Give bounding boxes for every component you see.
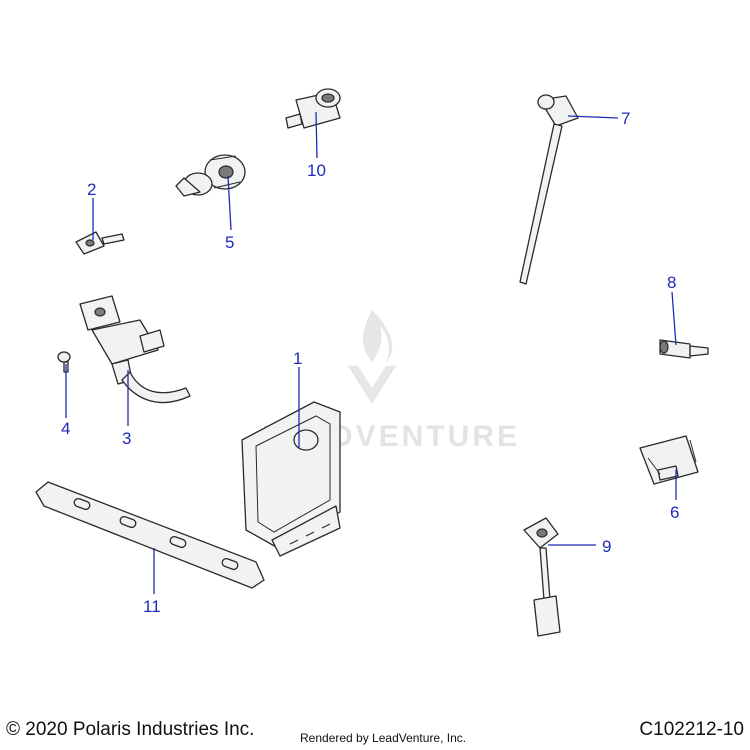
rendered-by-text: Rendered by LeadVenture, Inc. xyxy=(300,731,467,745)
callout-7[interactable]: 7 xyxy=(621,109,630,128)
leader-lines xyxy=(65,111,677,594)
callout-6[interactable]: 6 xyxy=(670,503,679,522)
watermark-flame-icon xyxy=(362,310,393,362)
part-4-bolt[interactable] xyxy=(57,351,71,373)
callout-8[interactable]: 8 xyxy=(667,273,676,292)
part-3-valve-assembly[interactable] xyxy=(79,295,191,404)
part-8-temp-sensor[interactable] xyxy=(659,339,709,359)
part-6-connector-sensor[interactable] xyxy=(639,435,699,485)
leader-7 xyxy=(567,115,619,119)
callout-2[interactable]: 2 xyxy=(87,180,96,199)
callout-11[interactable]: 11 xyxy=(143,597,161,616)
callout-10[interactable]: 10 xyxy=(307,161,326,180)
callouts: 1 2 3 4 5 6 7 8 9 10 11 xyxy=(61,109,679,616)
part-5-ignition-switch[interactable] xyxy=(175,154,246,197)
callout-9[interactable]: 9 xyxy=(602,537,611,556)
leader-10 xyxy=(315,111,318,159)
callout-3[interactable]: 3 xyxy=(122,429,131,448)
leader-5 xyxy=(227,175,232,231)
copyright-text: © 2020 Polaris Industries Inc. xyxy=(6,719,255,740)
callout-4[interactable]: 4 xyxy=(61,419,70,438)
leader-8 xyxy=(671,291,677,346)
diagram-code: C102212-10 xyxy=(639,719,744,740)
part-2-sensor[interactable] xyxy=(75,231,125,255)
callout-1[interactable]: 1 xyxy=(293,349,302,368)
part-9-harness-sensor[interactable] xyxy=(523,517,561,637)
callout-5[interactable]: 5 xyxy=(225,233,234,252)
watermark-chevron-icon xyxy=(348,366,396,404)
part-11-bracket[interactable] xyxy=(35,481,265,589)
part-1-ecu[interactable] xyxy=(241,401,341,557)
part-10-socket[interactable] xyxy=(285,88,341,129)
part-7-probe-sensor[interactable] xyxy=(519,94,579,285)
